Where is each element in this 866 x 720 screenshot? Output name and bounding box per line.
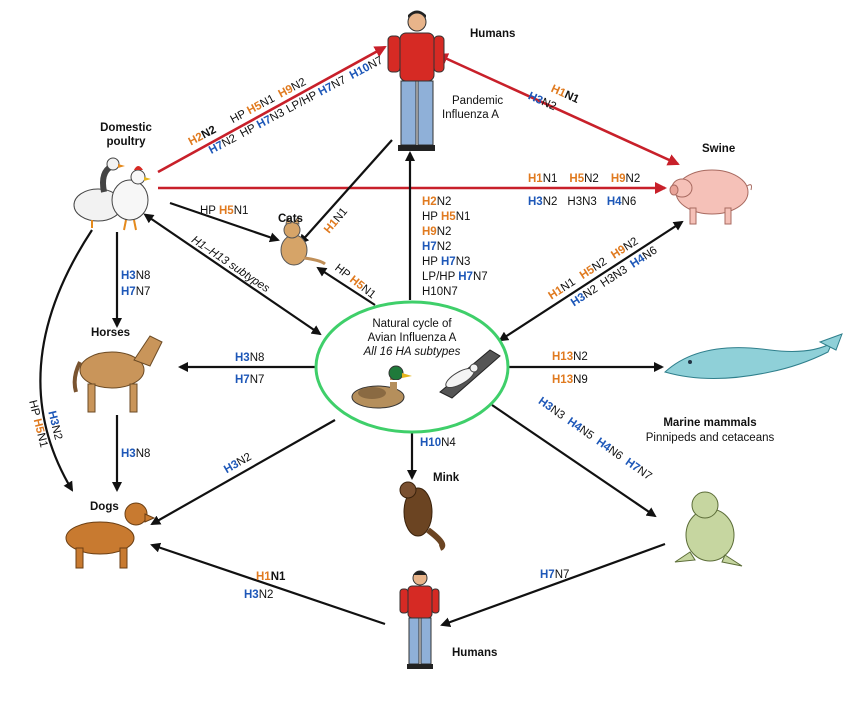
arrow-humans-swine [435, 53, 680, 166]
label-marine-sub: Pinnipeds and cetaceans [646, 432, 775, 444]
label-humans-cats: H1N1 [322, 206, 350, 236]
arrow-center-swine [498, 220, 684, 342]
label-h1-h13: H1–H13 subtypes [189, 234, 272, 295]
pig-icon [669, 169, 752, 225]
arrow-poultry-center [143, 213, 322, 336]
label-center-dogs: H3N2 [222, 451, 253, 476]
label-pandemic-1: Pandemic [452, 95, 503, 107]
label-seal-humans: H7N7 [540, 569, 569, 581]
arrow-humans-to-dogs [150, 542, 386, 626]
center-line3: All 16 HA subtypes [363, 346, 461, 358]
list-h10n7: H10N7 [422, 286, 458, 298]
arrow-humans-to-cats [298, 139, 393, 245]
albatross-icon [439, 349, 501, 399]
subtype-seal-list: H3N3H4N5H4N6H7N7 [536, 395, 654, 483]
label-poultry-2: poultry [107, 136, 147, 148]
subtype-range-text: H1–H13 subtypes [189, 234, 272, 295]
poultry-icon [73, 157, 151, 231]
arrow-poultry-to-dogs [39, 229, 93, 492]
label-center-mink: H10N4 [420, 437, 456, 449]
list-h9n2: H9N2 [422, 226, 451, 238]
seal-icon [674, 491, 743, 567]
dog-icon [65, 502, 156, 569]
label-humans-dogs-2: H3N2 [244, 589, 273, 601]
arrow-center-to-seal [491, 404, 657, 518]
arrow-poultry-to-humans [157, 45, 387, 174]
horse-icon [72, 335, 163, 413]
label-mink: Mink [433, 472, 460, 484]
label-cats: Cats [278, 213, 303, 225]
label-marine-title: Marine mammals [663, 417, 756, 429]
label-dogs: Dogs [90, 501, 119, 513]
human-bottom-icon [399, 570, 440, 669]
label-poultry-1: Domestic [100, 122, 152, 134]
label-center-horses-2: H7N7 [235, 374, 264, 386]
subtype-hp-h5n1-dog: HPH5N1 [26, 399, 49, 449]
subtype-h3n2: H3N2 [526, 90, 558, 113]
whale-icon [664, 333, 843, 379]
arrow-center-to-cats [316, 266, 376, 306]
label-swine: Swine [702, 143, 735, 155]
label-center-horses-1: H3N8 [235, 352, 264, 364]
center-line2: Avian Influenza A [368, 332, 457, 344]
subtype-h1n1-cat: H1N1 [322, 206, 350, 236]
label-humans-top: Humans [470, 28, 515, 40]
label-poultry-dogs: H3N2 HPH5N1 [26, 399, 64, 449]
arrow-center-to-dogs [150, 419, 336, 525]
label-humans-dogs-1: H1N1 [256, 571, 286, 583]
mink-icon [399, 481, 446, 551]
label-horses: Horses [91, 327, 130, 339]
arrow-seal-to-humans [440, 542, 666, 627]
label-humans-bottom: Humans [452, 647, 497, 659]
list-h7n2: H7N2 [422, 241, 451, 253]
label-pandemic-2: Influenza A [442, 109, 499, 121]
center-line1: Natural cycle of [372, 318, 452, 330]
list-h2n2: H2N2 [422, 196, 451, 208]
label-poultry-horses-1: H3N8 [121, 270, 150, 282]
subtype-h1n1: H1N1 [549, 83, 581, 106]
subtype-h3n2-dog: H3N2 [45, 410, 64, 441]
duck-icon [351, 365, 412, 409]
human-top-icon [387, 10, 445, 151]
subtype-line-2: H7N2HPH7N3LP/HPH7N7H10N7 [207, 54, 385, 156]
label-center-seal: H3N3H4N5H4N6H7N7 [536, 395, 654, 483]
label-poultry-horses-2: H7N7 [121, 286, 150, 298]
labels-humans-swine: H1N1 H3N2 [526, 83, 581, 113]
subtype-h3n2-center-dog: H3N2 [222, 451, 253, 476]
cat-icon [280, 215, 326, 266]
label-whale-1: H13N2 [552, 351, 588, 363]
label-whale-2: H13N9 [552, 374, 588, 386]
label-horses-dogs: H3N8 [121, 448, 150, 460]
